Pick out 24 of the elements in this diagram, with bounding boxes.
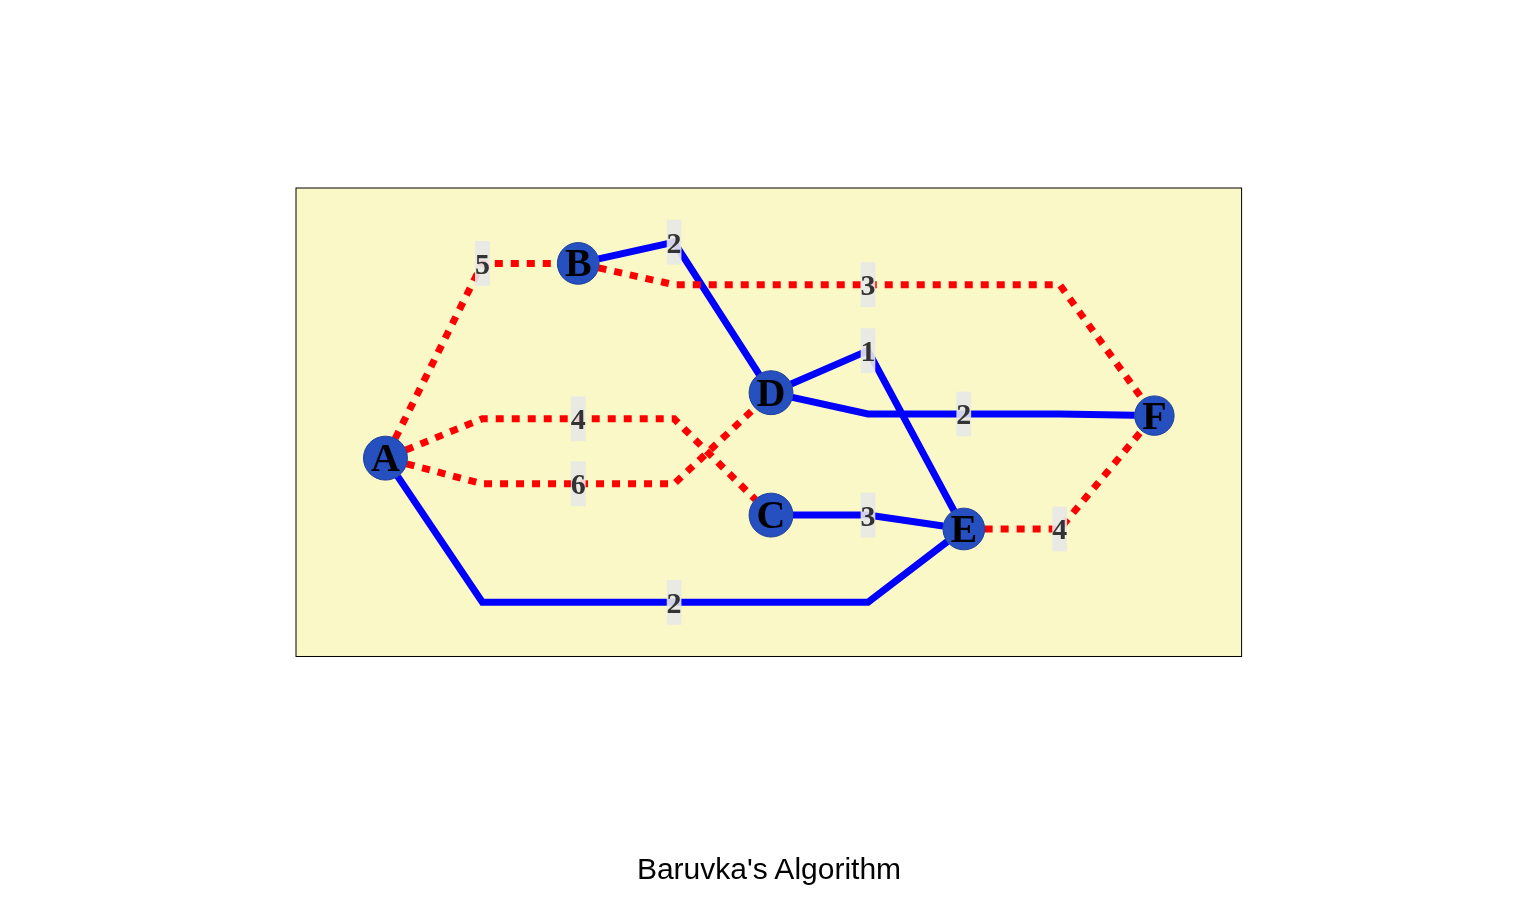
connector: [984, 428, 1145, 533]
connector: [598, 237, 763, 376]
connector: [404, 415, 759, 502]
edge-label: 4: [1052, 512, 1068, 546]
node-circle: C: [748, 492, 794, 538]
connector: [791, 393, 1135, 419]
connector: [793, 511, 944, 530]
cluster: [295, 187, 1243, 657]
node-circle: B: [557, 241, 600, 285]
edge-label: 3: [860, 498, 876, 532]
node-circle: A: [363, 435, 409, 481]
edge-label: 2: [666, 585, 682, 619]
node-circle: E: [942, 507, 986, 551]
edge-label: 6: [570, 467, 586, 501]
edge-label: 4: [570, 402, 586, 436]
node-circle: D: [748, 370, 794, 415]
edge-label: 5: [475, 246, 491, 280]
connector: [395, 474, 950, 606]
node-circle: F: [1134, 395, 1175, 436]
edge-label: 2: [666, 225, 682, 259]
caption: Baruvka's Algorithm: [636, 852, 902, 886]
edge-label: 2: [956, 397, 972, 431]
edge-label: 3: [860, 267, 876, 301]
edge-label: 1: [860, 333, 876, 367]
